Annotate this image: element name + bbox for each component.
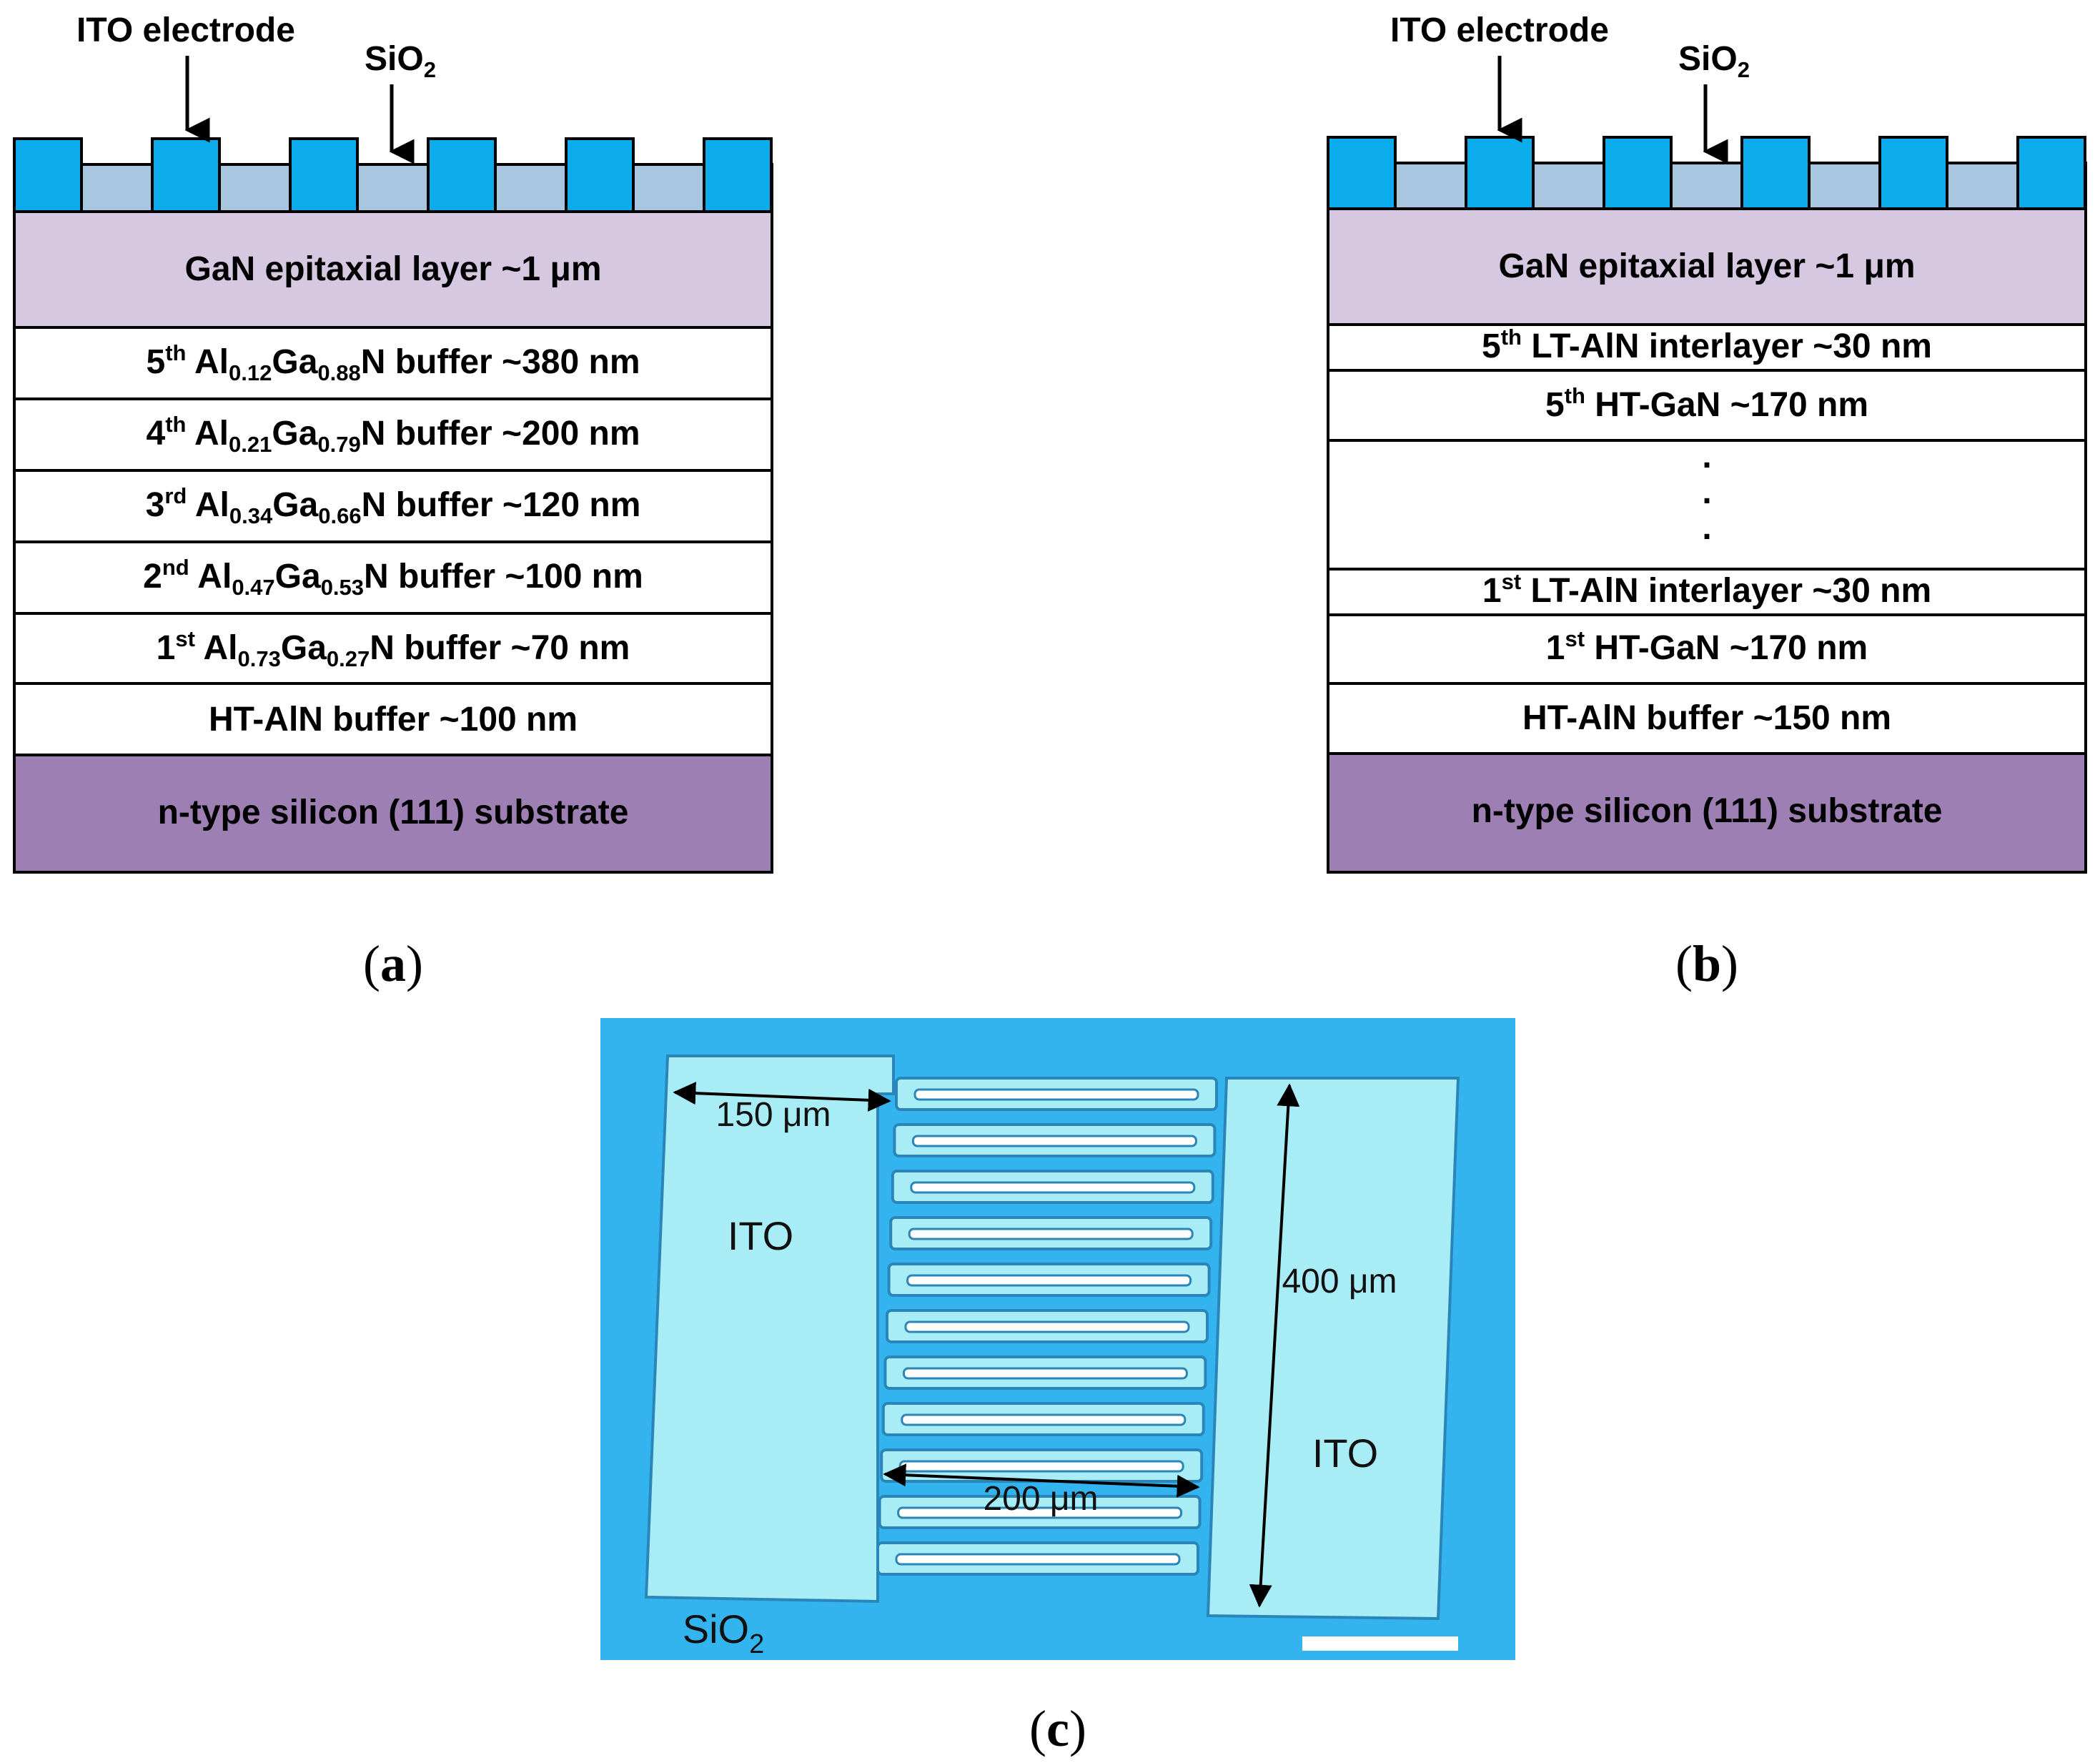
ht-gan-5-label: 5th HT-GaN ~170 nm	[1545, 383, 1868, 424]
algan-buffer-layer	[13, 612, 773, 686]
panel-c-micrograph: 150 μm 400 μm 200 μm ITO ITO SiO2 (c)	[600, 1018, 1515, 1757]
ht-gan-5	[1327, 369, 2087, 442]
ito-pad-left	[644, 1055, 895, 1604]
silicon-substrate	[1327, 752, 2087, 874]
sio2-layer	[1327, 162, 2087, 210]
finger-gap	[902, 1367, 1188, 1380]
panel-a-layer-stack: ITO electrode SiO2 GaN epitaxial layer ~…	[13, 11, 773, 992]
repeated-layers-gap	[1327, 439, 2087, 571]
gan-epitaxial-layer	[1327, 207, 2087, 326]
ito-electrode-pad	[2016, 136, 2086, 210]
ito-label-left: ITO	[728, 1213, 793, 1258]
dim-label-150: 150 μm	[715, 1096, 831, 1134]
ito-electrode-pad	[289, 137, 359, 213]
finger-gap	[901, 1413, 1187, 1426]
ito-pad-right	[1206, 1077, 1460, 1621]
ito-electrode-pad	[703, 137, 773, 213]
ito-electrode-pad	[427, 137, 497, 213]
substrate-label: n-type silicon (111) substrate	[158, 794, 629, 831]
ht-aln-label: HT-AlN buffer ~150 nm	[1522, 699, 1891, 737]
dim-label-200: 200 μm	[983, 1480, 1098, 1518]
finger-gap	[898, 1460, 1184, 1473]
lt-aln-interlayer-1-label: 1st LT-AlN interlayer ~30 nm	[1482, 569, 1931, 610]
algan-buffer-label: 3rd Al0.34Ga0.66N buffer ~120 nm	[146, 483, 641, 528]
dim-arrow-150	[673, 1082, 891, 1112]
ito-electrode-pad	[1603, 136, 1673, 210]
dim-arrow-400	[1249, 1083, 1300, 1608]
caption-a: (a)	[363, 935, 423, 992]
algan-buffer-label: 2nd Al0.47Ga0.53N buffer ~100 nm	[143, 555, 643, 600]
dim-arrow-200	[883, 1463, 1200, 1498]
finger-gap	[904, 1320, 1190, 1333]
caption-c: (c)	[1029, 1700, 1086, 1757]
sio2-label: SiO2	[683, 1606, 765, 1659]
ito-electrode-label: ITO electrode	[1390, 11, 1609, 49]
substrate-label: n-type silicon (111) substrate	[1472, 792, 1943, 830]
algan-buffer-layer	[13, 540, 773, 615]
ito-electrode-pad	[1465, 136, 1535, 210]
sio2-label: SiO2	[365, 40, 436, 82]
caption-b: (b)	[1675, 935, 1738, 992]
algan-buffer-label: 1st Al0.73Ga0.27N buffer ~70 nm	[157, 626, 630, 671]
ht-gan-1-label: 1st HT-GaN ~170 nm	[1546, 626, 1868, 667]
ito-electrode-pad	[1327, 136, 1397, 210]
ht-aln-buffer	[13, 682, 773, 756]
ellipsis-dot: .	[1702, 509, 1711, 547]
algan-buffer-layer	[13, 469, 773, 543]
sio2-layer	[13, 163, 773, 213]
ito-electrode-label: ITO electrode	[76, 11, 295, 49]
finger-gap	[897, 1506, 1183, 1519]
lt-aln-interlayer-5	[1327, 323, 2087, 372]
ito-electrode-pad	[151, 137, 221, 213]
gan-layer-label: GaN epitaxial layer ~1 μm	[1498, 247, 1915, 285]
finger-gap	[910, 1181, 1196, 1194]
ht-aln-buffer	[1327, 682, 2087, 755]
ito-electrode-pad	[13, 137, 83, 213]
ito-electrode-pad	[565, 137, 635, 213]
lt-aln-interlayer-5-label: 5th LT-AlN interlayer ~30 nm	[1482, 325, 1932, 365]
algan-buffer-label: 5th Al0.12Ga0.88N buffer ~380 nm	[146, 340, 640, 385]
interdigitated-fingers	[876, 1077, 1218, 1576]
finger-gap	[906, 1274, 1192, 1287]
finger-gap	[911, 1135, 1197, 1147]
sio2-label: SiO2	[1678, 40, 1750, 82]
finger-gap	[913, 1088, 1199, 1101]
algan-buffer-label: 4th Al0.21Ga0.79N buffer ~200 nm	[146, 412, 640, 457]
finger-gap	[908, 1228, 1194, 1240]
scale-bar	[1302, 1636, 1458, 1651]
finger-gap	[895, 1553, 1181, 1566]
ht-aln-label: HT-AlN buffer ~100 nm	[209, 701, 578, 739]
gan-layer-label: GaN epitaxial layer ~1 μm	[184, 250, 601, 288]
dim-label-400: 400 μm	[1282, 1263, 1397, 1300]
ito-label-right: ITO	[1312, 1431, 1378, 1476]
panel-b-layer-stack: ITO electrode SiO2 GaN epitaxial layer ~…	[1327, 11, 2087, 992]
ellipsis-dot: .	[1702, 438, 1711, 475]
ito-electrode-pad	[1878, 136, 1948, 210]
ito-electrode-pad	[1740, 136, 1811, 210]
ellipsis-dot: .	[1702, 473, 1711, 511]
silicon-substrate	[13, 754, 773, 874]
